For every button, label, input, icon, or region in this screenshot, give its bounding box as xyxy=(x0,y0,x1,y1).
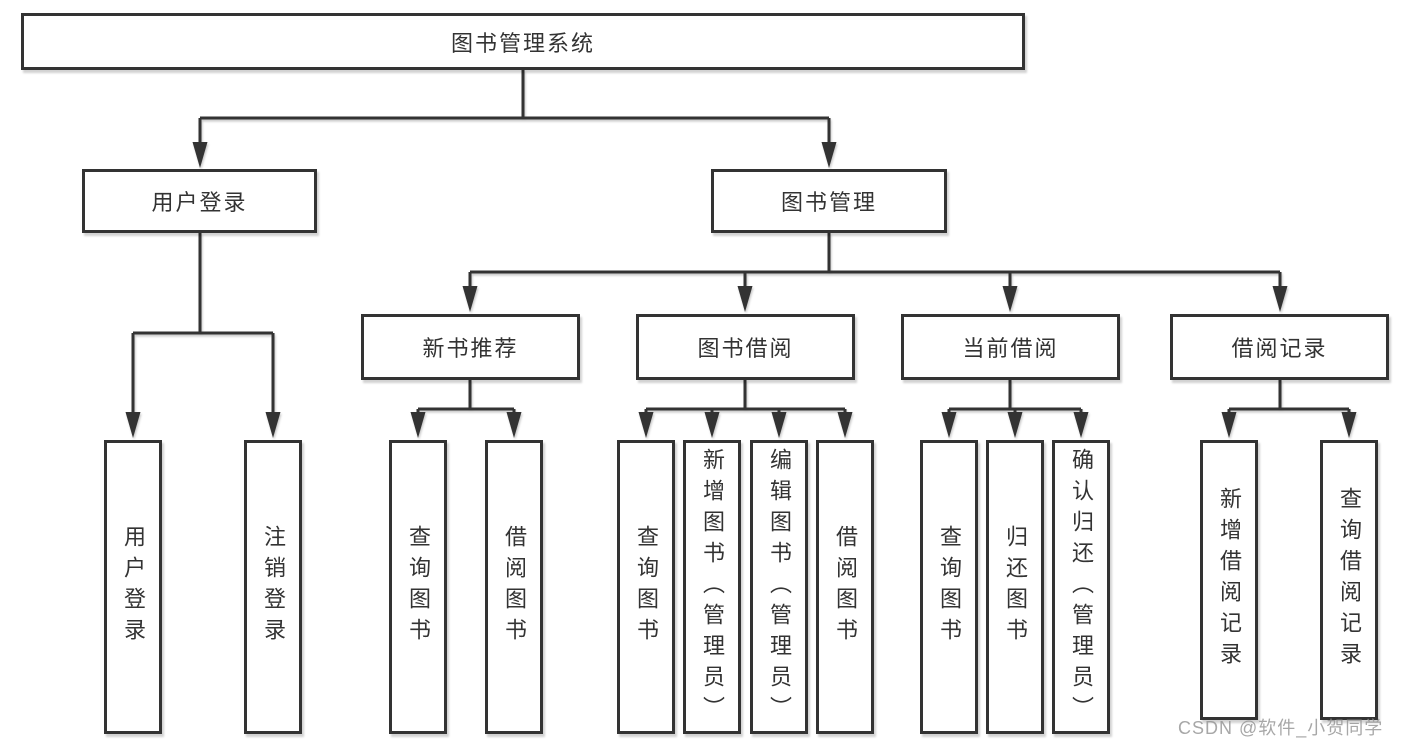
leaf-user-login: 用户登录 xyxy=(104,440,162,734)
csdn-watermark: CSDN @软件_小贺同学 xyxy=(1178,718,1384,738)
node-current-borrowing: 当前借阅 xyxy=(901,314,1120,380)
connector-paths xyxy=(131,70,1351,416)
node-user-login: 用户登录 xyxy=(82,169,317,233)
node-new-book-recommendation: 新书推荐 xyxy=(361,314,580,380)
leaf-add-books-admin: 新增图书（管理员） xyxy=(683,440,741,734)
node-book-borrowing: 图书借阅 xyxy=(636,314,855,380)
leaf-add-borrow-record: 新增借阅记录 xyxy=(1200,440,1258,720)
leaf-edit-books-admin: 编辑图书（管理员） xyxy=(750,440,808,734)
leaf-query-borrow-record: 查询借阅记录 xyxy=(1320,440,1378,720)
leaf-borrow-books-borrowing: 借阅图书 xyxy=(816,440,874,734)
leaf-confirm-return-admin: 确认归还（管理员） xyxy=(1052,440,1110,734)
leaf-return-books: 归还图书 xyxy=(986,440,1044,734)
node-borrowing-records: 借阅记录 xyxy=(1170,314,1389,380)
arrowheads xyxy=(125,142,1357,438)
leaf-query-books-recommend: 查询图书 xyxy=(389,440,447,734)
node-library-management-system: 图书管理系统 xyxy=(21,13,1025,70)
leaf-borrow-books-recommend: 借阅图书 xyxy=(485,440,543,734)
leaf-query-books-borrowing: 查询图书 xyxy=(617,440,675,734)
leaf-logout: 注销登录 xyxy=(244,440,302,734)
leaf-query-books-current: 查询图书 xyxy=(920,440,978,734)
node-book-management: 图书管理 xyxy=(711,169,947,233)
